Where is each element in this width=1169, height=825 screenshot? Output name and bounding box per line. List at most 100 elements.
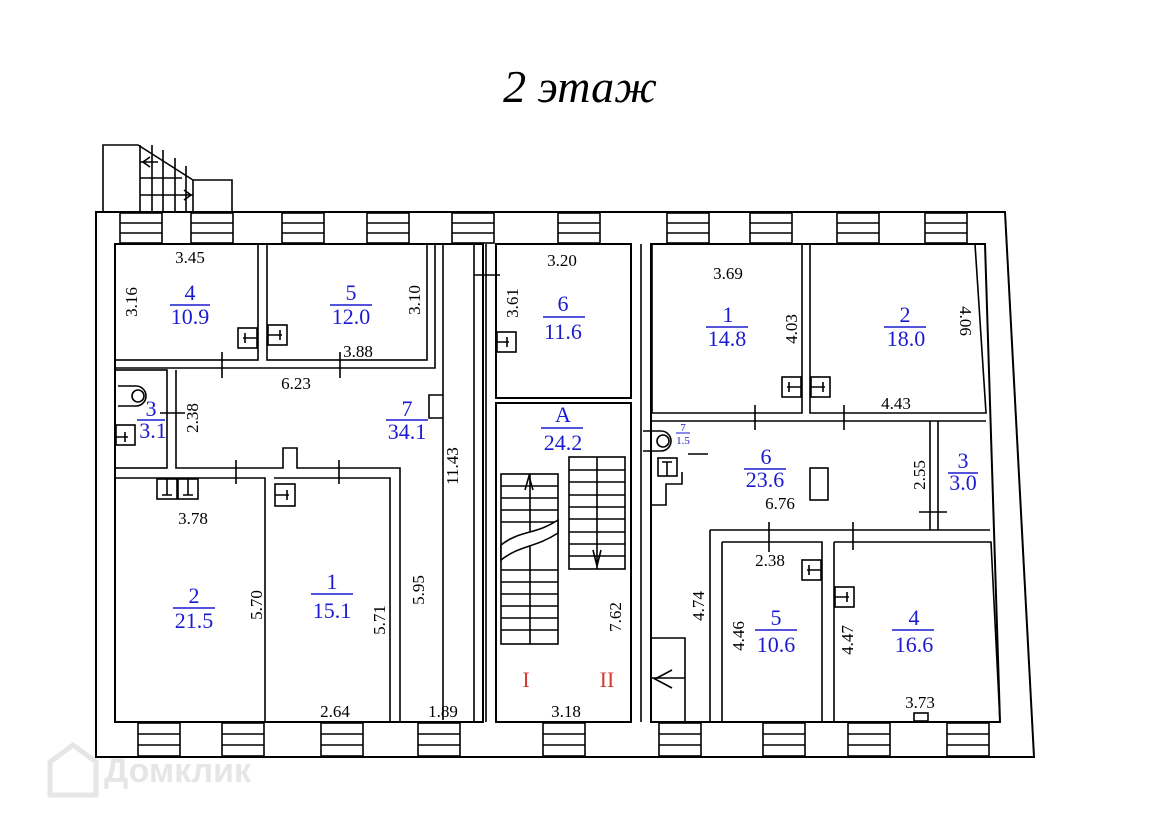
svg-text:4: 4 [909,605,920,630]
room-label-right-3: 3 3.0 [948,448,978,495]
window-icon [924,212,968,244]
window-icon [658,722,702,757]
window-icon [749,212,793,244]
svg-text:18.0: 18.0 [887,326,926,351]
radiator-icon [781,376,802,398]
window-icon [221,722,265,757]
radiator-icon [177,478,199,500]
dim-label: 7.62 [606,602,625,632]
window-icon [451,212,495,244]
radiator-icon [913,712,929,722]
dim-label: 2.38 [755,551,785,570]
svg-text:21.5: 21.5 [175,608,214,633]
dim-label: 4.74 [689,591,708,621]
window-icon [417,722,461,757]
section-label-i: I [522,667,529,692]
svg-text:6: 6 [761,444,772,469]
svg-text:А: А [555,402,571,427]
svg-text:3: 3 [146,396,157,421]
svg-text:24.2: 24.2 [544,430,583,455]
room-label-left-7: 7 34.1 [386,396,428,444]
dim-label: 1.89 [428,702,458,721]
dim-label: 2.38 [183,403,202,433]
windows-bottom [137,722,990,757]
svg-text:10.6: 10.6 [757,632,796,657]
radiator-icon [267,324,288,346]
svg-text:1: 1 [327,569,338,594]
dim-label: 4.47 [838,625,857,655]
window-icon [190,212,234,244]
dim-label: 4.06 [956,306,975,336]
watermark: Домклик [47,741,252,798]
svg-text:14.8: 14.8 [708,326,747,351]
svg-text:6: 6 [558,291,569,316]
right-wing-walls [651,243,1001,723]
svg-text:23.6: 23.6 [746,467,785,492]
dim-label: 2.55 [910,460,929,490]
room-label-right-1: 1 14.8 [706,302,748,351]
toilet-icon [643,430,672,452]
toilet-icon [118,385,147,407]
room-label-right-7: 7 1.5 [676,422,690,447]
dim-label: 3.69 [713,264,743,283]
dim-label: 3.16 [122,287,141,317]
dim-label: 4.43 [881,394,911,413]
dim-label: 4.46 [729,621,748,651]
window-icon [557,212,601,244]
radiator-icon [657,457,678,477]
room-label-left-2: 2 21.5 [173,583,215,633]
radiator-icon [115,424,136,446]
room-label-right-5: 5 10.6 [755,605,797,657]
radiator-icon [810,376,831,398]
radiator-icon [274,483,296,507]
floor-title: 2 этаж [503,61,657,112]
window-icon [836,212,880,244]
window-icon [119,212,163,244]
svg-text:3.0: 3.0 [949,470,977,495]
svg-text:34.1: 34.1 [388,419,427,444]
dim-label: 5.71 [370,605,389,635]
svg-text:5: 5 [346,280,357,305]
dim-label: 6.23 [281,374,311,393]
svg-text:2: 2 [189,583,200,608]
dim-label: 11.43 [443,447,462,485]
dim-label: 4.03 [782,314,801,344]
svg-text:7: 7 [680,422,686,434]
svg-text:3: 3 [958,448,969,473]
dim-label: 3.78 [178,509,208,528]
window-icon [320,722,364,757]
outer-staircase-icon [102,144,233,212]
svg-text:5: 5 [771,605,782,630]
dim-label: 2.64 [320,702,350,721]
staircase-icon [500,456,626,645]
watermark-text: Домклик [104,752,252,790]
left-wing-walls [114,243,500,722]
dim-label: 3.20 [547,251,577,270]
windows-top [119,212,968,244]
window-icon [137,722,181,757]
center-walls [485,244,642,722]
svg-text:2: 2 [900,302,911,327]
svg-text:16.6: 16.6 [895,632,934,657]
radiator-icon [801,559,822,581]
window-icon [666,212,710,244]
dim-label: 5.70 [247,590,266,620]
radiator-icon [156,478,178,500]
svg-text:15.1: 15.1 [313,598,352,623]
svg-text:7: 7 [402,396,413,421]
room-label-right-6: 6 23.6 [744,444,786,492]
dim-label: 5.95 [409,575,428,605]
svg-text:1.5: 1.5 [676,435,690,447]
dim-label: 3.61 [503,288,522,318]
room-label-left-5: 5 12.0 [330,280,372,329]
dim-label: 6.76 [765,494,795,513]
svg-text:1: 1 [723,302,734,327]
svg-text:11.6: 11.6 [544,319,582,344]
dim-label: 3.45 [175,248,205,267]
dim-label: 3.18 [551,702,581,721]
room-label-stairwell-a: А 24.2 [541,402,583,455]
svg-text:3.1: 3.1 [139,418,167,443]
room-label-right-4: 4 16.6 [892,605,934,657]
section-label-ii: II [600,667,615,692]
